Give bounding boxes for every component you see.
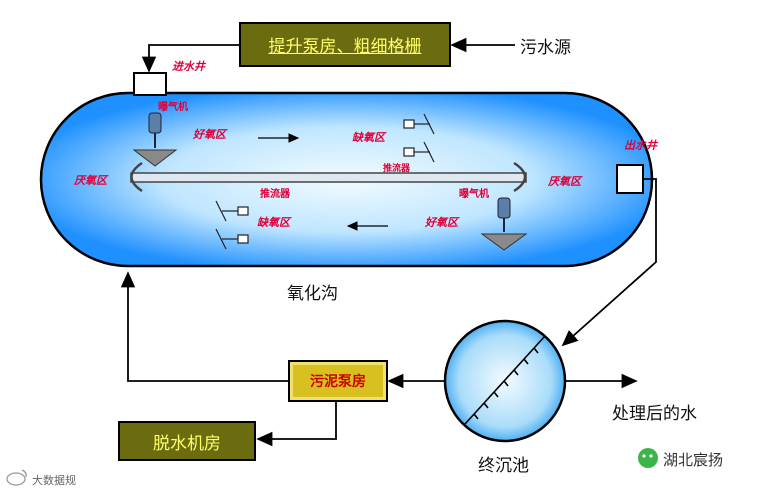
oxidation-ditch-label: 氧化沟: [287, 284, 338, 304]
sewage-source-label: 污水源: [520, 38, 571, 58]
wechat-watermark-icon: [638, 448, 658, 468]
final-clarifier-label: 终沉池: [478, 456, 529, 476]
aerator-top-label: 曝气机: [158, 102, 188, 113]
arrow-pump-to-inlet: [141, 44, 240, 73]
pusher-top-label: 推流器: [383, 164, 411, 174]
aerator-top-icon: [132, 112, 178, 167]
dewatering-room-box: 脱水机房: [118, 421, 256, 461]
aerator-bottom-icon: [480, 197, 528, 251]
inlet-well-label: 进水井: [172, 60, 205, 73]
outlet-well-label: 出水井: [624, 139, 657, 152]
arrow-sludge-return: [120, 271, 288, 382]
aerobic-zone-bottom-label: 好氧区: [425, 216, 458, 229]
treated-water-label: 处理后的水: [612, 404, 697, 424]
sludge-pump-room-box: 污泥泵房: [288, 360, 388, 402]
anoxic-zone-top-label: 缺氧区: [352, 131, 385, 144]
left-baffle: [130, 161, 143, 193]
outlet-well: [616, 164, 644, 194]
aerator-bottom-label: 曝气机: [459, 189, 489, 200]
right-baffle: [513, 161, 527, 193]
anaerobic-zone-right-label: 厌氧区: [548, 175, 581, 188]
clarifier-scraper-icon: [464, 335, 546, 425]
pump-house-box: 提升泵房、粗细格栅: [239, 22, 451, 67]
anaerobic-zone-left-label: 厌氧区: [74, 174, 107, 187]
pusher-bottom-label: 推流器: [260, 189, 290, 200]
arrow-sludge-to-dewatering: [256, 393, 337, 447]
inlet-well: [133, 72, 167, 96]
center-divider-wall: [130, 172, 527, 183]
arrow-outlet-to-clarifier: [561, 178, 657, 347]
pusher-bottom-icon: [215, 200, 249, 250]
weibo-watermark-icon: [6, 469, 27, 486]
pusher-top-icon: [403, 113, 435, 163]
watermark-right: 湖北宸扬: [663, 451, 724, 469]
anoxic-zone-bottom-label: 缺氧区: [257, 216, 290, 229]
aerobic-zone-top-label: 好氧区: [193, 128, 226, 141]
watermark-left: 大数据规: [32, 474, 76, 487]
